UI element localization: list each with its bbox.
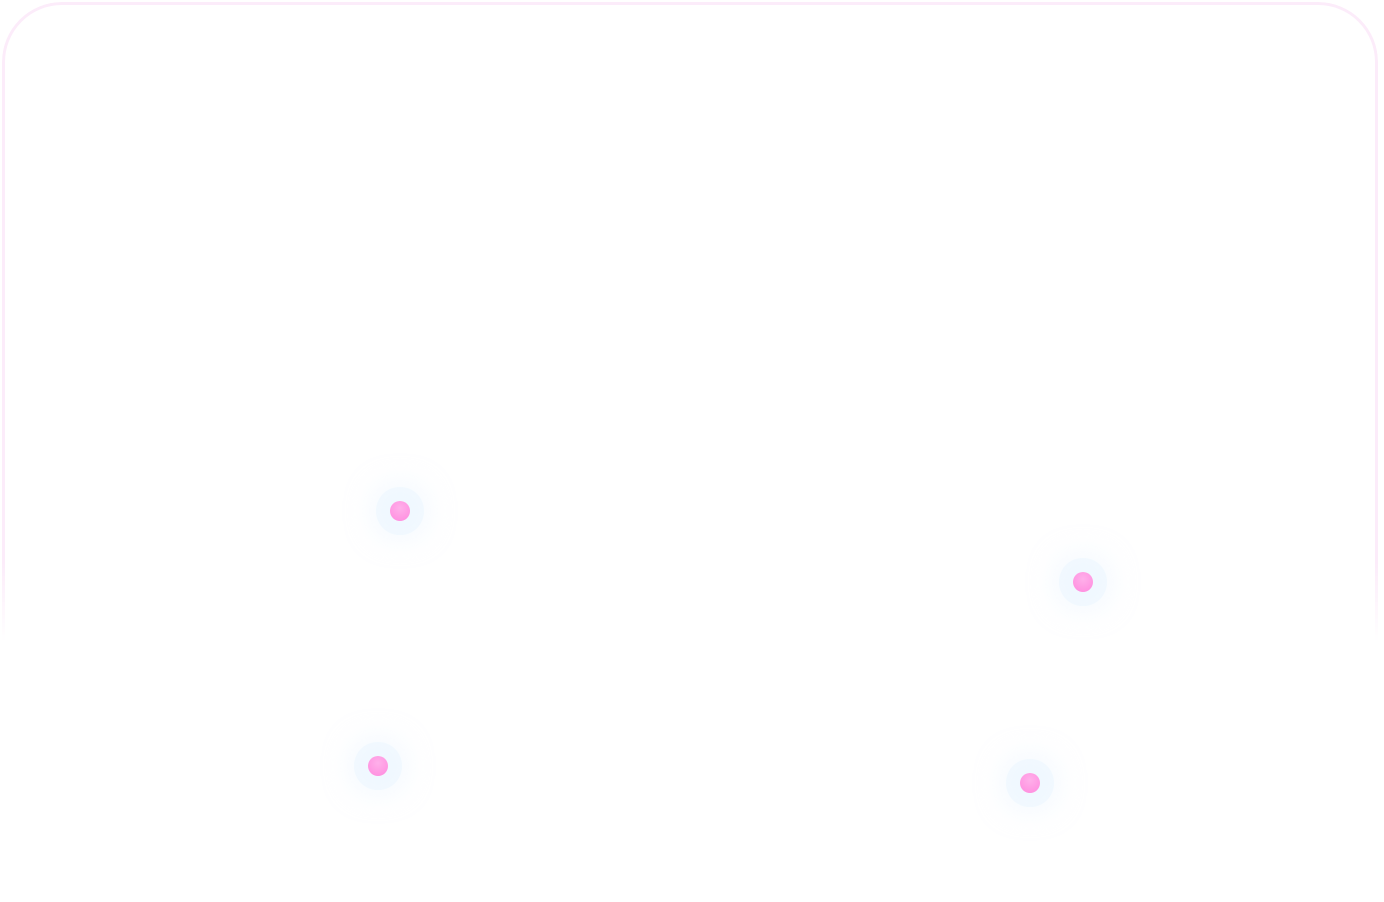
pink-dot-upper-left: [390, 501, 410, 521]
pink-dot-lower-right: [1020, 773, 1040, 793]
pink-dot-upper-right: [1073, 572, 1093, 592]
pink-dot-lower-left: [368, 756, 388, 776]
